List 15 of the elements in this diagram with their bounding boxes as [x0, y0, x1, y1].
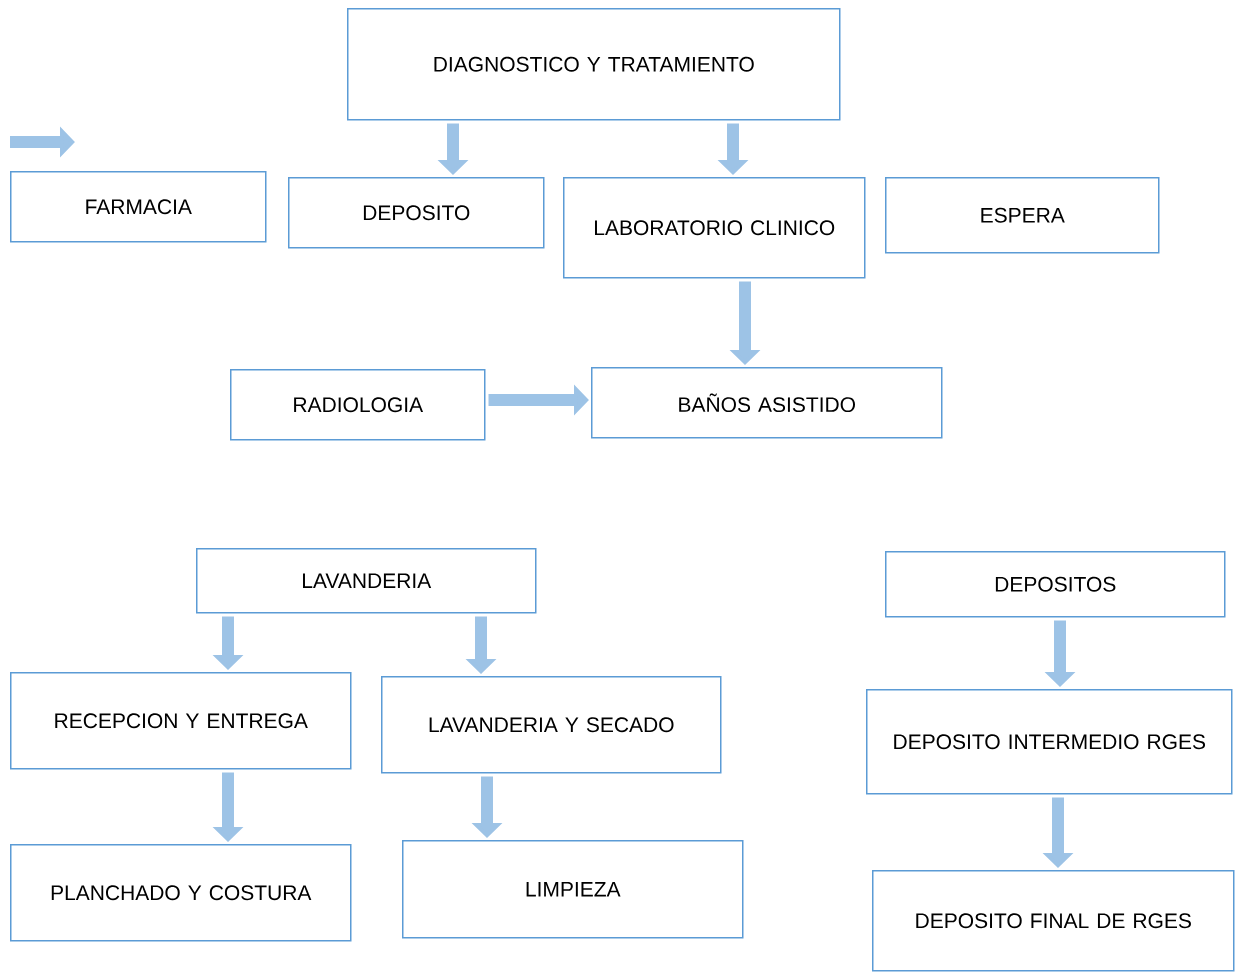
process-box: RADIOLOGIA [230, 369, 486, 441]
process-box: BAÑOS ASISTIDO [591, 367, 943, 439]
process-box: DEPOSITO FINAL DE RGES [872, 870, 1235, 972]
process-box: LABORATORIO CLINICO [563, 177, 866, 279]
process-box: PLANCHADO Y COSTURA [10, 844, 352, 942]
process-box: LAVANDERIA [196, 548, 537, 614]
process-box: LAVANDERIA Y SECADO [381, 676, 722, 774]
process-box: DEPOSITO INTERMEDIO RGES [866, 689, 1233, 795]
process-box: DEPOSITOS [885, 551, 1226, 618]
process-box: RECEPCION Y ENTREGA [10, 672, 352, 770]
process-box: DEPOSITO [288, 177, 545, 249]
process-box: DIAGNOSTICO Y TRATAMIENTO [347, 8, 841, 121]
process-box: ESPERA [885, 177, 1160, 254]
process-box: LIMPIEZA [402, 840, 744, 939]
process-box: FARMACIA [10, 171, 267, 243]
